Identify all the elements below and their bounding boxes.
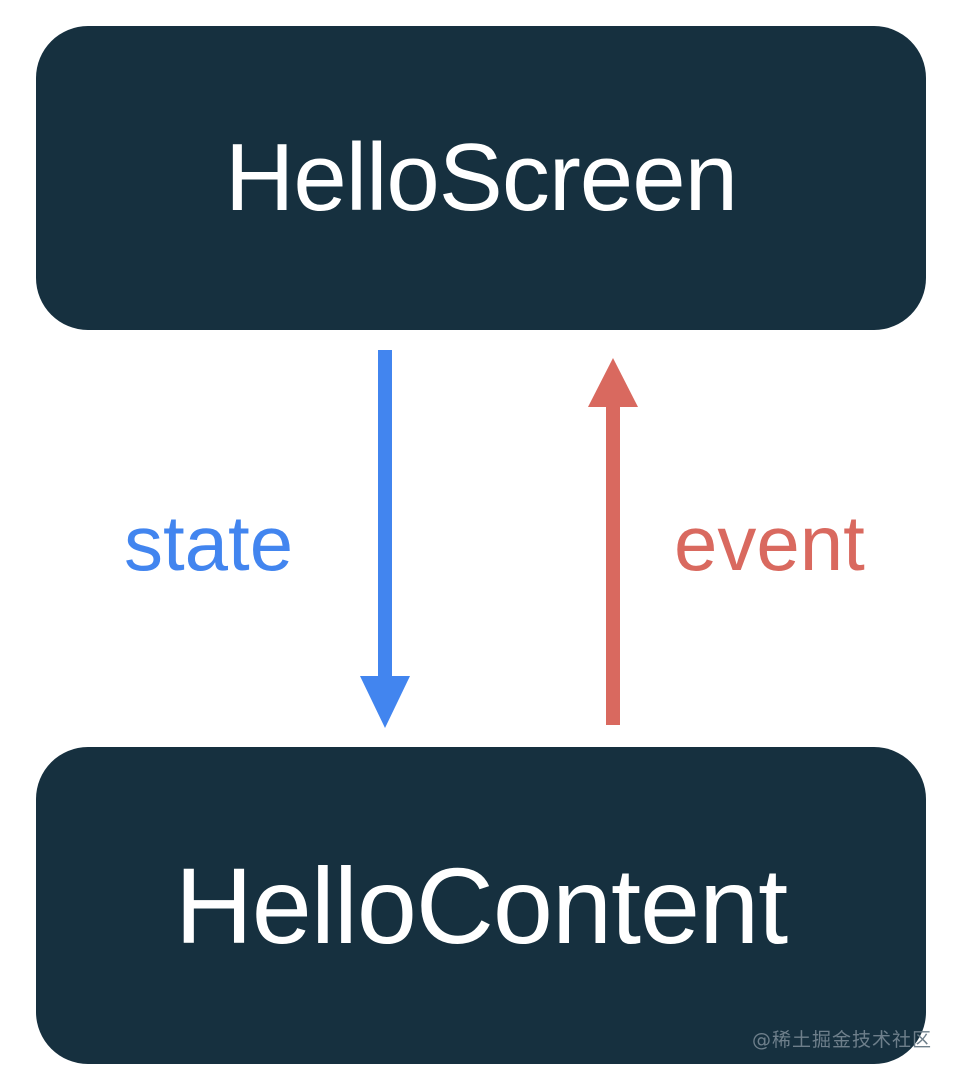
watermark-text: @稀土掘金技术社区 xyxy=(751,1029,932,1051)
node-hello-screen-label: HelloScreen xyxy=(225,124,738,231)
edge-label-state: state xyxy=(124,499,294,587)
node-hello-content[interactable]: HelloContent xyxy=(36,747,926,1064)
arrow-state-down-icon xyxy=(360,350,410,728)
arrow-event-up-icon xyxy=(588,358,638,725)
node-hello-content-label: HelloContent xyxy=(174,844,788,966)
node-hello-screen[interactable]: HelloScreen xyxy=(36,26,926,330)
edge-label-event: event xyxy=(674,499,865,587)
